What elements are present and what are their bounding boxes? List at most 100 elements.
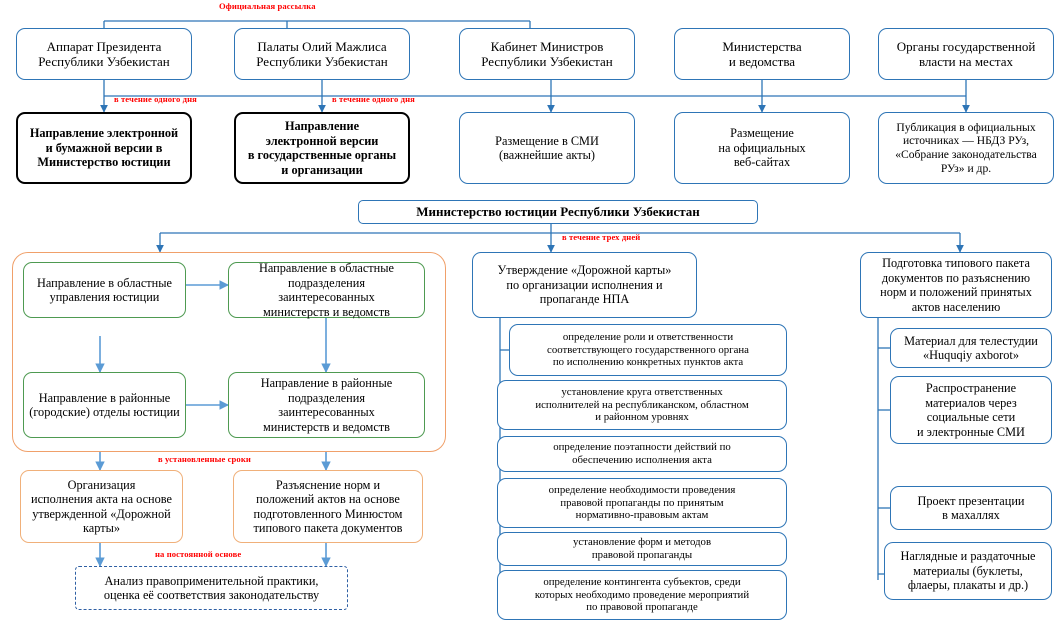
box-line: министерств и ведомств (263, 419, 390, 434)
box-line: Утверждение «Дорожной карты» (497, 263, 672, 278)
box-line: Разъяснение норм и (275, 477, 381, 492)
box-line: документов по разъяснению (881, 270, 1031, 285)
box-explain-norms-document-package[interactable]: Разъяснение норм и положений актов на ос… (233, 470, 423, 543)
box-line: Размещение (730, 126, 794, 141)
box-line: Палаты Олий Мажлиса (257, 38, 387, 54)
box-line: которых необходимо проведение мероприяти… (534, 588, 750, 601)
box-define-role-responsibility[interactable]: определение роли и ответственности соотв… (509, 324, 787, 376)
box-line: РУз» и др. (940, 161, 992, 175)
box-line: Проект презентации (917, 493, 1025, 508)
box-send-regional-interested-subdivisions[interactable]: Направление в областные подразделения за… (228, 261, 425, 319)
box-line: Распространение (925, 381, 1017, 395)
box-line: по исполнению конкретных пунктов акта (552, 356, 744, 369)
box-line: утвержденной «Дорожной (32, 506, 171, 521)
box-line: и ведомства (728, 54, 796, 69)
box-line: министерств и ведомств (263, 304, 390, 319)
label-within-three-days: в течение трех дней (562, 232, 641, 242)
box-define-target-audience[interactable]: определение контингента субъектов, среди… (497, 570, 787, 620)
box-line: Материал для телестудии (904, 333, 1038, 348)
box-ministries-agencies[interactable]: Министерства и ведомства (674, 28, 850, 80)
box-line: Подготовка типового пакета (882, 256, 1030, 270)
box-publish-in-mass-media[interactable]: Размещение в СМИ (важнейшие акты) (459, 112, 635, 184)
box-line: нормативно-правовым актам (575, 509, 709, 522)
box-line: положений актов на основе (256, 492, 400, 506)
box-line: Министерство юстиции Республики Узбекист… (416, 204, 700, 220)
label-on-permanent-basis: на постоянной основе (155, 549, 242, 559)
box-line: материалы (буклеты, (913, 563, 1023, 578)
box-line: и электронные СМИ (917, 424, 1025, 439)
box-prepare-standard-document-package[interactable]: Подготовка типового пакета документов по… (860, 252, 1052, 318)
box-line: определение роли и ответственности (562, 330, 734, 343)
box-line: определение необходимости проведения (548, 483, 736, 496)
box-line: и организации (281, 162, 363, 177)
box-law-enforcement-practice-analysis[interactable]: Анализ правоприменительной практики, оце… (75, 566, 348, 610)
box-tv-studio-material[interactable]: Материал для телестудии «Huquqiy axborot… (890, 328, 1052, 368)
box-line: Направление в районные (260, 376, 393, 390)
box-send-electronic-paper-minjust[interactable]: Направление электронной и бумажной верси… (16, 112, 192, 184)
box-cabinet-of-ministers[interactable]: Кабинет Министров Республики Узбекистан (459, 28, 635, 80)
box-line: типового пакета документов (253, 521, 403, 535)
box-visual-handout-materials[interactable]: Наглядные и раздаточные материалы (букле… (884, 542, 1052, 600)
box-send-district-interested-subdivisions[interactable]: Направление в районные подразделения заи… (228, 372, 425, 438)
box-line: Публикация в официальных (896, 120, 1036, 134)
box-line: установление форм и методов (572, 536, 712, 549)
box-line: заинтересованных (278, 290, 375, 304)
box-line: Анализ правоприменительной практики, (104, 573, 319, 588)
box-distribute-social-networks[interactable]: Распространение материалов через социаль… (890, 376, 1052, 444)
box-line: норм и положений принятых (880, 285, 1032, 299)
box-line: Размещение в СМИ (495, 133, 599, 148)
box-line: веб-сайтах (733, 155, 791, 170)
box-line: власти на местах (918, 54, 1014, 69)
box-line: заинтересованных (278, 405, 375, 419)
box-line: «Huquqiy axborot» (923, 348, 1019, 362)
group-regional-distribution (12, 252, 446, 452)
box-line: и бумажной версии в (45, 140, 163, 155)
box-line: Направление в районные (38, 390, 171, 405)
label-within-one-day-2: в течение одного дня (332, 94, 415, 104)
box-line: управления юстиции (49, 290, 160, 304)
box-ministry-of-justice[interactable]: Министерство юстиции Республики Узбекист… (358, 200, 758, 224)
box-send-district-justice-departments[interactable]: Направление в районные (городские) отдел… (23, 372, 186, 438)
box-line: (важнейшие акты) (499, 148, 595, 162)
box-line: материалов через (925, 395, 1017, 410)
box-line: актов населению (911, 299, 1001, 314)
box-line: в махаллях (942, 508, 1000, 522)
box-local-state-authorities[interactable]: Органы государственной власти на местах (878, 28, 1054, 80)
box-define-action-stages[interactable]: определение поэтапности действий по обес… (497, 436, 787, 472)
box-line: Министерство юстиции (37, 155, 171, 170)
box-line: определение контингента субъектов, среди (543, 575, 741, 588)
box-line: правовой пропаганды (591, 549, 693, 561)
box-line: определение поэтапности действий по (553, 441, 731, 454)
box-line: Аппарат Президента (46, 38, 162, 54)
box-line: Направление (284, 119, 360, 133)
box-line: по организации исполнения и (506, 277, 663, 292)
box-line: пропаганде НПА (539, 292, 630, 307)
box-line: Направление в областные (258, 261, 394, 275)
box-publish-official-sources[interactable]: Публикация в официальных источниках — НБ… (878, 112, 1054, 184)
box-presentation-draft-mahalla[interactable]: Проект презентации в махаллях (890, 486, 1052, 530)
box-establish-responsible-executors[interactable]: установление круга ответственных исполни… (497, 380, 787, 430)
box-line: «Собрание законодательства (895, 148, 1037, 161)
box-line: Направление в областные (36, 275, 172, 290)
label-official-mailing: Официальная рассылка (219, 1, 316, 11)
box-send-electronic-state-bodies[interactable]: Направление электронной версии в государ… (234, 112, 410, 184)
box-line: источниках — НБДЗ РУз, (902, 134, 1030, 148)
box-oliy-majlis-chambers[interactable]: Палаты Олий Мажлиса Республики Узбекиста… (234, 28, 410, 80)
box-presidential-office[interactable]: Аппарат Президента Республики Узбекистан (16, 28, 192, 80)
box-line: подразделения (287, 275, 365, 290)
box-line: Республики Узбекистан (481, 54, 613, 69)
box-organize-act-execution-roadmap[interactable]: Организация исполнения акта на основе ут… (20, 470, 183, 543)
box-publish-official-websites[interactable]: Размещение на официальных веб-сайтах (674, 112, 850, 184)
box-line: Республики Узбекистан (256, 54, 388, 69)
box-send-regional-justice-departments[interactable]: Направление в областные управления юстиц… (23, 262, 186, 318)
box-approve-roadmap[interactable]: Утверждение «Дорожной карты» по организа… (472, 252, 697, 318)
box-line: в государственные органы (247, 148, 397, 162)
box-line: Кабинет Министров (490, 38, 604, 54)
box-define-legal-propaganda-need[interactable]: определение необходимости проведения пра… (497, 478, 787, 528)
box-line: карты» (82, 521, 120, 535)
box-line: обеспечению исполнения акта (572, 454, 712, 466)
box-establish-forms-methods[interactable]: установление форм и методов правовой про… (497, 532, 787, 566)
box-line: Организация (67, 477, 136, 492)
box-line: (городские) отделы юстиции (29, 405, 180, 419)
